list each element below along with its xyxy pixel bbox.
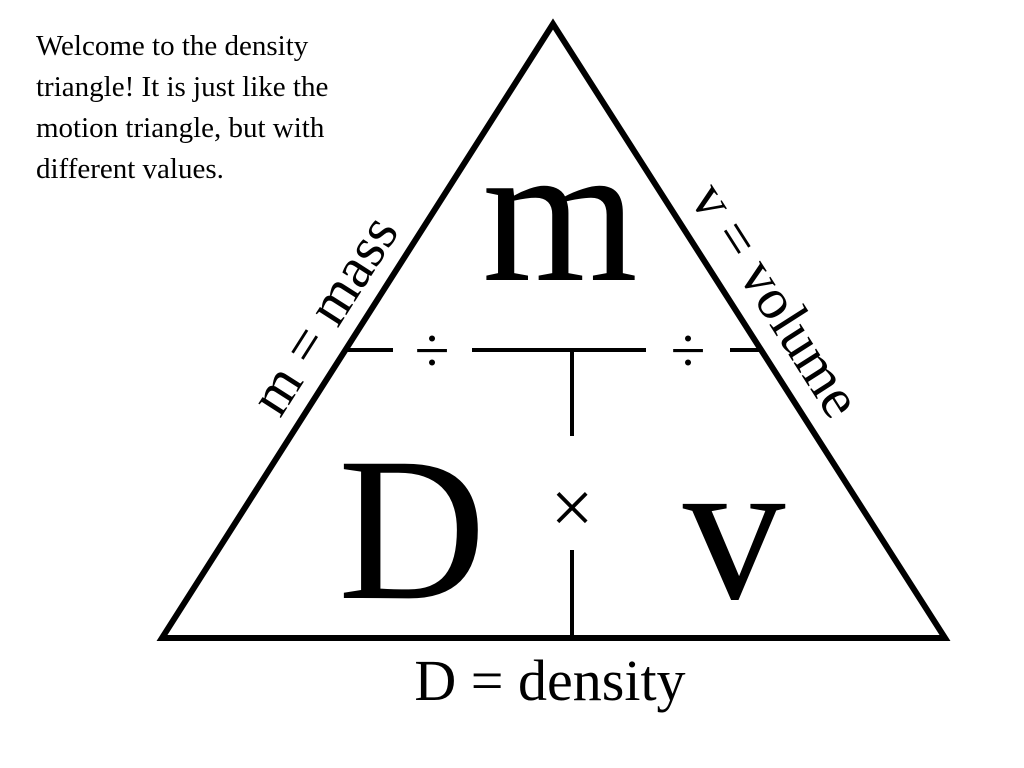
divide-sign-left: ÷ [414, 315, 449, 386]
divide-sign-right: ÷ [670, 315, 705, 386]
triangle-outline [156, 18, 951, 641]
multiply-sign: × [551, 466, 594, 550]
density-symbol: D [338, 416, 486, 643]
intro-text: Welcome to the density triangle! It is j… [36, 30, 329, 185]
volume-label: v = volume [678, 170, 875, 428]
volume-symbol: v [683, 416, 786, 643]
density-label: D = density [414, 648, 685, 713]
mass-symbol: m [482, 103, 638, 324]
mass-label: m = mass [236, 203, 411, 426]
